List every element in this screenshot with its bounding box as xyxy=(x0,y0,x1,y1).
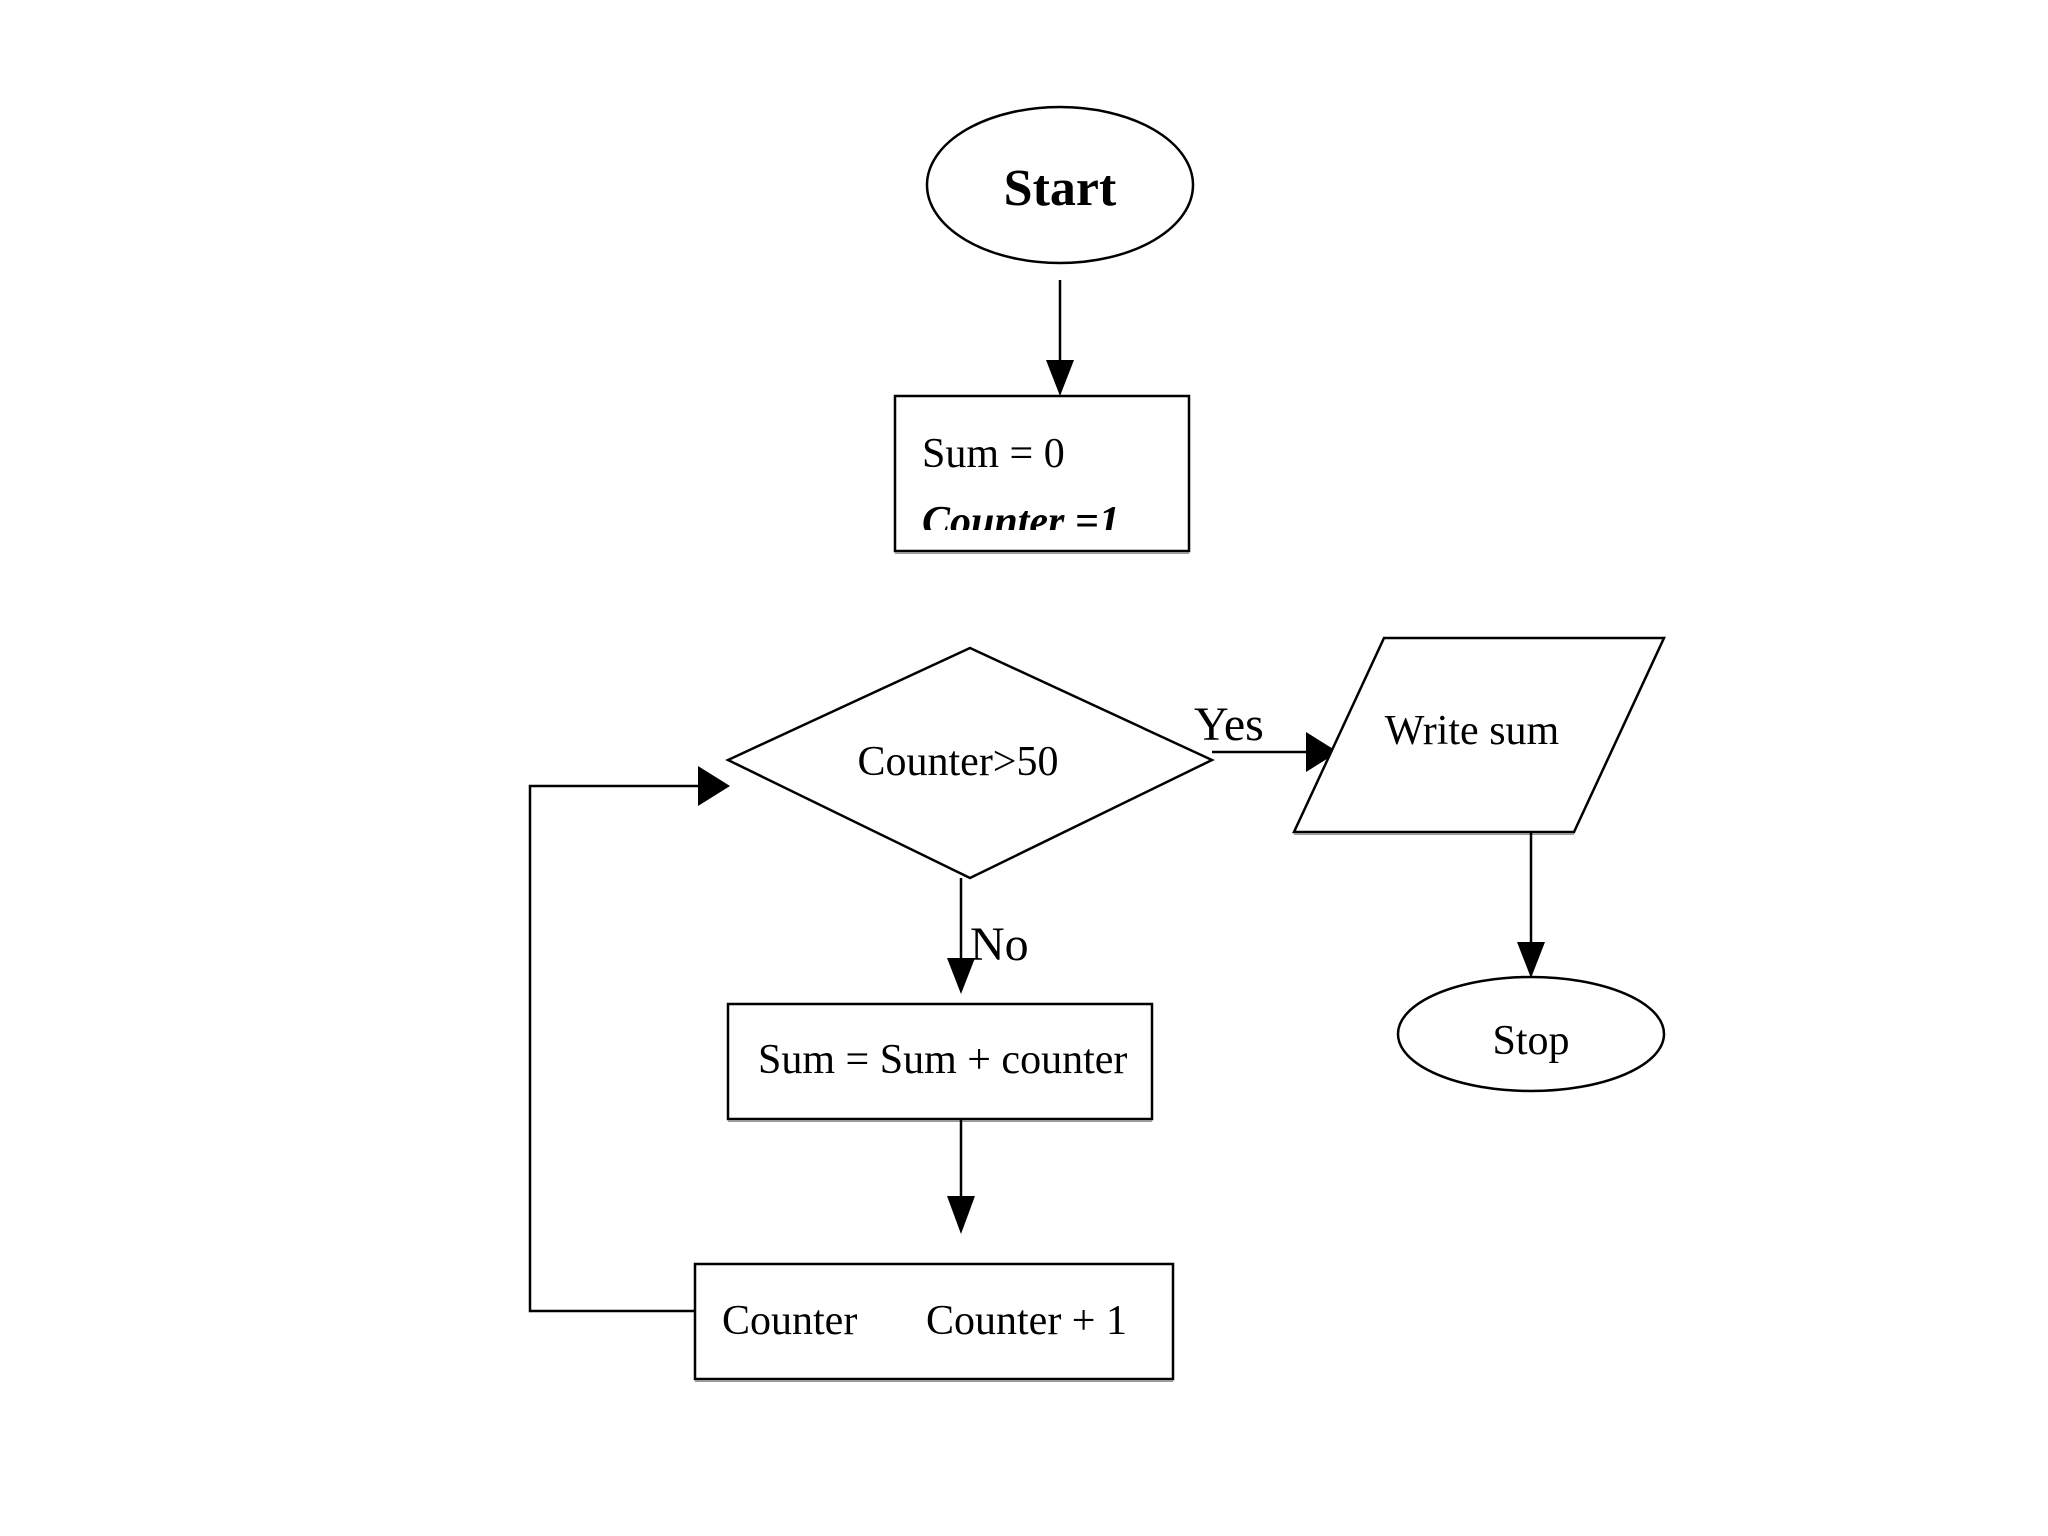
stop-node: Stop xyxy=(1396,975,1666,1093)
init-sum-label: Sum = 0 xyxy=(922,431,1065,477)
arrow-yes: Yes xyxy=(1194,698,1338,772)
start-label: Start xyxy=(1004,160,1117,217)
sum-update-node: Sum = Sum + counter xyxy=(726,1002,1154,1122)
no-label: No xyxy=(970,918,1029,971)
decision-node: Counter>50 xyxy=(725,646,1215,880)
stop-label: Stop xyxy=(1492,1018,1569,1064)
arrow-write-to-stop xyxy=(1517,832,1545,978)
yes-label: Yes xyxy=(1194,698,1264,751)
init-counter-label: Counter =1 xyxy=(922,499,1120,545)
write-sum-label: Write sum xyxy=(1385,708,1560,754)
arrow-loop-back xyxy=(528,766,730,1313)
arrow-start-to-init xyxy=(1046,280,1074,396)
counter-update-left-label: Counter xyxy=(722,1298,857,1344)
arrow-sum-to-counter xyxy=(947,1119,975,1234)
counter-update-right-label: Counter + 1 xyxy=(926,1298,1127,1344)
sum-update-label: Sum = Sum + counter xyxy=(758,1037,1127,1083)
counter-update-node: Counter Counter + 1 xyxy=(693,1262,1175,1382)
arrow-no: No xyxy=(947,878,1029,994)
start-node: Start xyxy=(925,105,1195,265)
decision-label: Counter>50 xyxy=(858,739,1059,785)
init-node: Sum = 0 Counter =1 xyxy=(893,394,1191,554)
write-sum-node: Write sum xyxy=(1292,636,1666,835)
